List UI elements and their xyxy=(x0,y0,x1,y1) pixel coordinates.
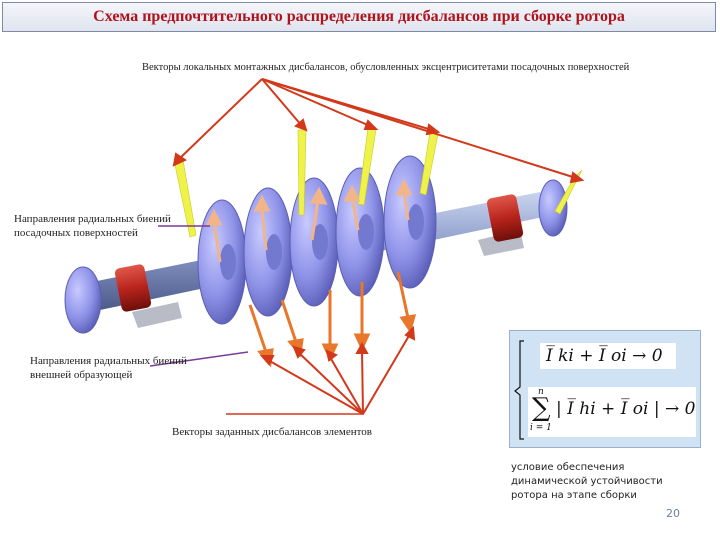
right-end-disk xyxy=(538,179,568,237)
disk-1 xyxy=(197,199,247,325)
left-support xyxy=(132,302,182,328)
formula-equation-2-box: n ∑ i = 1 | I̅ hi + I̅ oi | → 0 xyxy=(528,387,696,437)
condition-note: условие обеспечения динамической устойчи… xyxy=(511,462,663,501)
formula-box: I̅ ki + I̅ oi → 0 n ∑ i = 1 | I̅ hi + I̅… xyxy=(509,330,701,448)
seat-runout-label-line2: посадочных поверхностей xyxy=(14,227,138,239)
left-bearing xyxy=(114,264,152,312)
right-bearing xyxy=(486,194,524,242)
element-vectors-label: Векторы заданных дисбалансов элементов xyxy=(172,426,372,438)
formula-equation-1: I̅ ki + I̅ oi → 0 xyxy=(540,343,676,369)
outer-runout-label-line2: внешней образующей xyxy=(30,369,133,381)
outer-runout-label-line1: Направления радиальных биений xyxy=(30,355,187,367)
seat-runout-label-line1: Направления радиальных биений xyxy=(14,213,171,225)
page-number: 20 xyxy=(666,507,680,520)
top-leader-arrows xyxy=(172,78,585,184)
formula-equation-2: | I̅ hi + I̅ oi | → 0 xyxy=(556,399,696,419)
sum-lower-limit: i = 1 xyxy=(530,423,552,433)
formula-brace xyxy=(514,340,524,440)
top-vectors-label: Векторы локальных монтажных дисбалансов,… xyxy=(142,62,630,73)
sum-sign-icon: ∑ xyxy=(532,393,551,423)
title-bar: Схема предпочтительного распределения ди… xyxy=(2,2,716,32)
page-title: Схема предпочтительного распределения ди… xyxy=(93,8,625,25)
left-end-disk xyxy=(64,266,102,334)
seat-runout-arrows xyxy=(205,178,413,263)
outer-runout-pointer xyxy=(149,351,249,367)
bottom-leader-arrows xyxy=(259,325,416,415)
sum-upper-limit: n xyxy=(538,387,544,397)
